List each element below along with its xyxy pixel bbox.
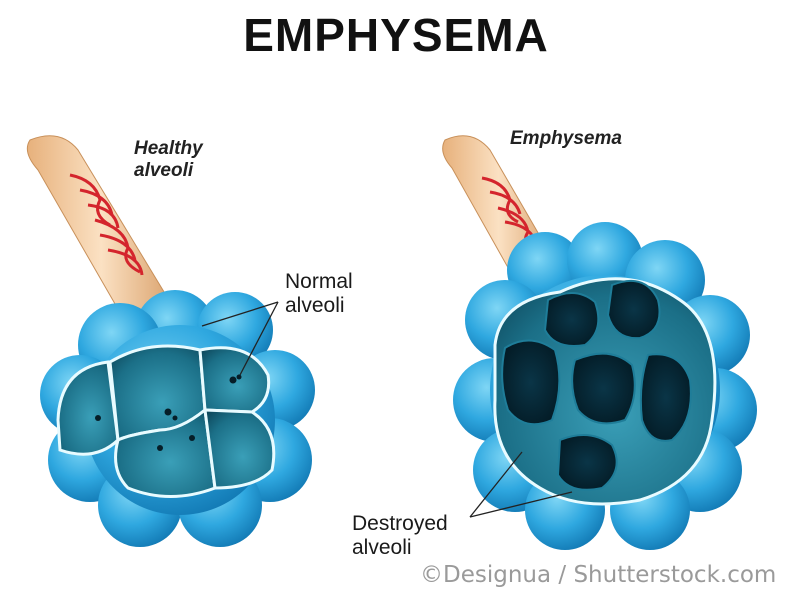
destroyed-alveoli-label: Destroyed alveoli xyxy=(352,512,448,560)
page-title: EMPHYSEMA xyxy=(0,8,792,62)
normal-alveoli-label: Normal alveoli xyxy=(285,270,353,318)
emphysema-heading: Emphysema xyxy=(510,128,622,150)
image-credit: ©Designua / Shutterstock.com xyxy=(420,562,776,588)
healthy-alveoli-heading: Healthy alveoli xyxy=(134,138,203,182)
healthy-alveoli-group xyxy=(27,136,315,547)
emphysema-alveoli-group xyxy=(443,136,757,550)
